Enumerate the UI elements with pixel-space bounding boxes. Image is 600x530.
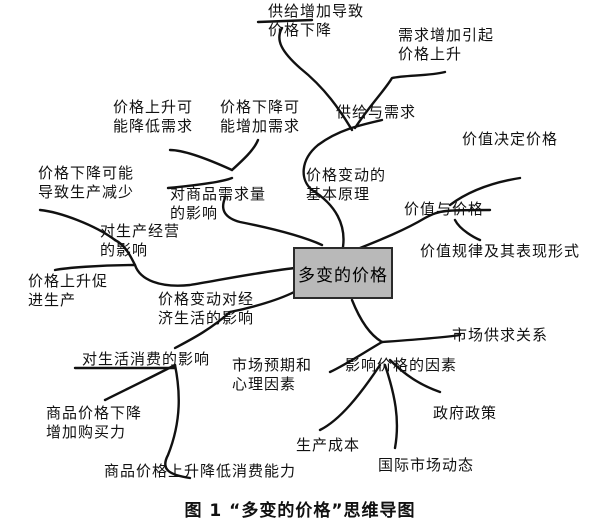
label-line: 市场预期和 xyxy=(232,356,313,374)
branch-value-decides xyxy=(448,176,522,207)
label-value-law: 价值规律及其表现形式 xyxy=(420,242,580,261)
label-price-drop-production: 价格下降可能 导致生产减少 xyxy=(38,164,134,202)
label-line: 价格下降 xyxy=(268,21,333,39)
label-price-drop-demand: 价格下降可 能增加需求 xyxy=(220,98,300,136)
branch-demand-rise xyxy=(353,70,447,130)
center-topic-box: 多变的价格 xyxy=(293,247,393,299)
label-line: 价格变动对经 xyxy=(158,290,255,308)
branch-center-to-econ xyxy=(228,288,300,314)
branch-factors-cost xyxy=(318,363,382,432)
label-line: 需求增加引起 xyxy=(398,26,495,44)
label-line: 对商品需求量 xyxy=(170,185,267,203)
center-topic-label: 多变的价格 xyxy=(298,265,388,286)
label-line: 价格变动的 xyxy=(306,166,387,184)
label-line: 心理因素 xyxy=(232,375,297,393)
branch-econ-to-consumption xyxy=(173,310,232,350)
label-econ-effect: 价格变动对经 济生活的影响 xyxy=(158,290,254,328)
label-consumption: 对生活消费的影响 xyxy=(82,350,210,369)
label-line: 对生产经营 xyxy=(100,222,181,240)
label-line: 影响价格的因素 xyxy=(345,356,458,374)
label-line: 市场供求关系 xyxy=(452,326,549,344)
label-line: 济生活的影响 xyxy=(158,309,255,327)
label-value-decides: 价值决定价格 xyxy=(462,130,558,149)
label-price-rise-consume: 商品价格上升降低消费能力 xyxy=(104,462,296,481)
label-cost: 生产成本 xyxy=(296,436,360,455)
label-line: 对生活消费的影响 xyxy=(82,350,211,368)
branch-factors-intl xyxy=(383,363,399,450)
label-line: 价值决定价格 xyxy=(462,130,559,148)
label-line: 价格上升 xyxy=(398,45,463,63)
branch-consumption-to-rise xyxy=(164,363,192,480)
label-line: 商品价格上升降低消费能力 xyxy=(104,462,297,480)
label-demand-rise: 需求增加引起 价格上升 xyxy=(398,26,494,64)
branch-consumption-to-buy xyxy=(103,363,177,402)
label-basic-principle: 价格变动的 基本原理 xyxy=(306,166,386,204)
label-line: 能降低需求 xyxy=(113,117,194,135)
label-line: 价格下降可能 xyxy=(38,164,135,182)
label-line: 的影响 xyxy=(100,241,149,259)
label-line: 导致生产减少 xyxy=(38,183,135,201)
label-supply-drop: 供给增加导致 价格下降 xyxy=(268,2,364,40)
branch-center-to-production xyxy=(113,238,297,287)
label-policy: 政府政策 xyxy=(433,404,497,423)
label-price-drop-buy: 商品价格下降 增加购买力 xyxy=(46,404,142,442)
label-line: 进生产 xyxy=(28,291,77,309)
label-line: 政府政策 xyxy=(433,404,498,422)
figure-caption: 图 1 “多变的价格”思维导图 xyxy=(184,501,416,521)
branch-supply-demand-top xyxy=(256,18,314,24)
branch-prod-to-drop xyxy=(38,208,117,242)
label-line: 商品价格下降 xyxy=(46,404,143,422)
label-line: 价格上升促 xyxy=(28,272,109,290)
label-supply-demand: 供给与需求 xyxy=(336,103,416,122)
label-effect-demand: 对商品需求量 的影响 xyxy=(170,185,266,223)
branch-value-law xyxy=(453,218,482,242)
branch-center-to-demand xyxy=(221,196,324,247)
branch-factors-expect xyxy=(328,340,384,374)
branch-center-to-value xyxy=(358,208,492,250)
label-effect-production: 对生产经营 的影响 xyxy=(100,222,180,260)
branch-prod-to-rise xyxy=(53,263,137,272)
label-price-rise-production: 价格上升促 进生产 xyxy=(28,272,108,310)
label-line: 的影响 xyxy=(170,204,219,222)
label-line: 生产成本 xyxy=(296,436,361,454)
label-line: 供给增加导致 xyxy=(268,2,365,20)
branch-factors-policy xyxy=(388,358,442,394)
branch-demand-base xyxy=(166,176,234,190)
branch-supply-drop xyxy=(278,26,354,132)
label-line: 价值规律及其表现形式 xyxy=(420,242,581,260)
label-factors: 影响价格的因素 xyxy=(345,356,457,375)
label-intl-market: 国际市场动态 xyxy=(378,456,474,475)
label-expectation: 市场预期和 心理因素 xyxy=(232,356,312,394)
branch-center-to-factors xyxy=(350,298,384,344)
label-value-price: 价值与价格 xyxy=(404,200,484,219)
label-market-supply: 市场供求关系 xyxy=(452,326,548,345)
label-line: 基本原理 xyxy=(306,185,371,203)
label-line: 供给与需求 xyxy=(336,103,417,121)
label-price-rise-demand: 价格上升可 能降低需求 xyxy=(113,98,193,136)
label-line: 价格下降可 xyxy=(220,98,301,116)
label-line: 价值与价格 xyxy=(404,200,485,218)
label-line: 国际市场动态 xyxy=(378,456,475,474)
branch-demand-to-rise xyxy=(168,148,234,172)
branch-demand-to-drop xyxy=(230,138,260,172)
label-line: 能增加需求 xyxy=(220,117,301,135)
label-line: 增加购买力 xyxy=(46,423,127,441)
branch-factors-market xyxy=(380,333,462,344)
label-line: 价格上升可 xyxy=(113,98,194,116)
